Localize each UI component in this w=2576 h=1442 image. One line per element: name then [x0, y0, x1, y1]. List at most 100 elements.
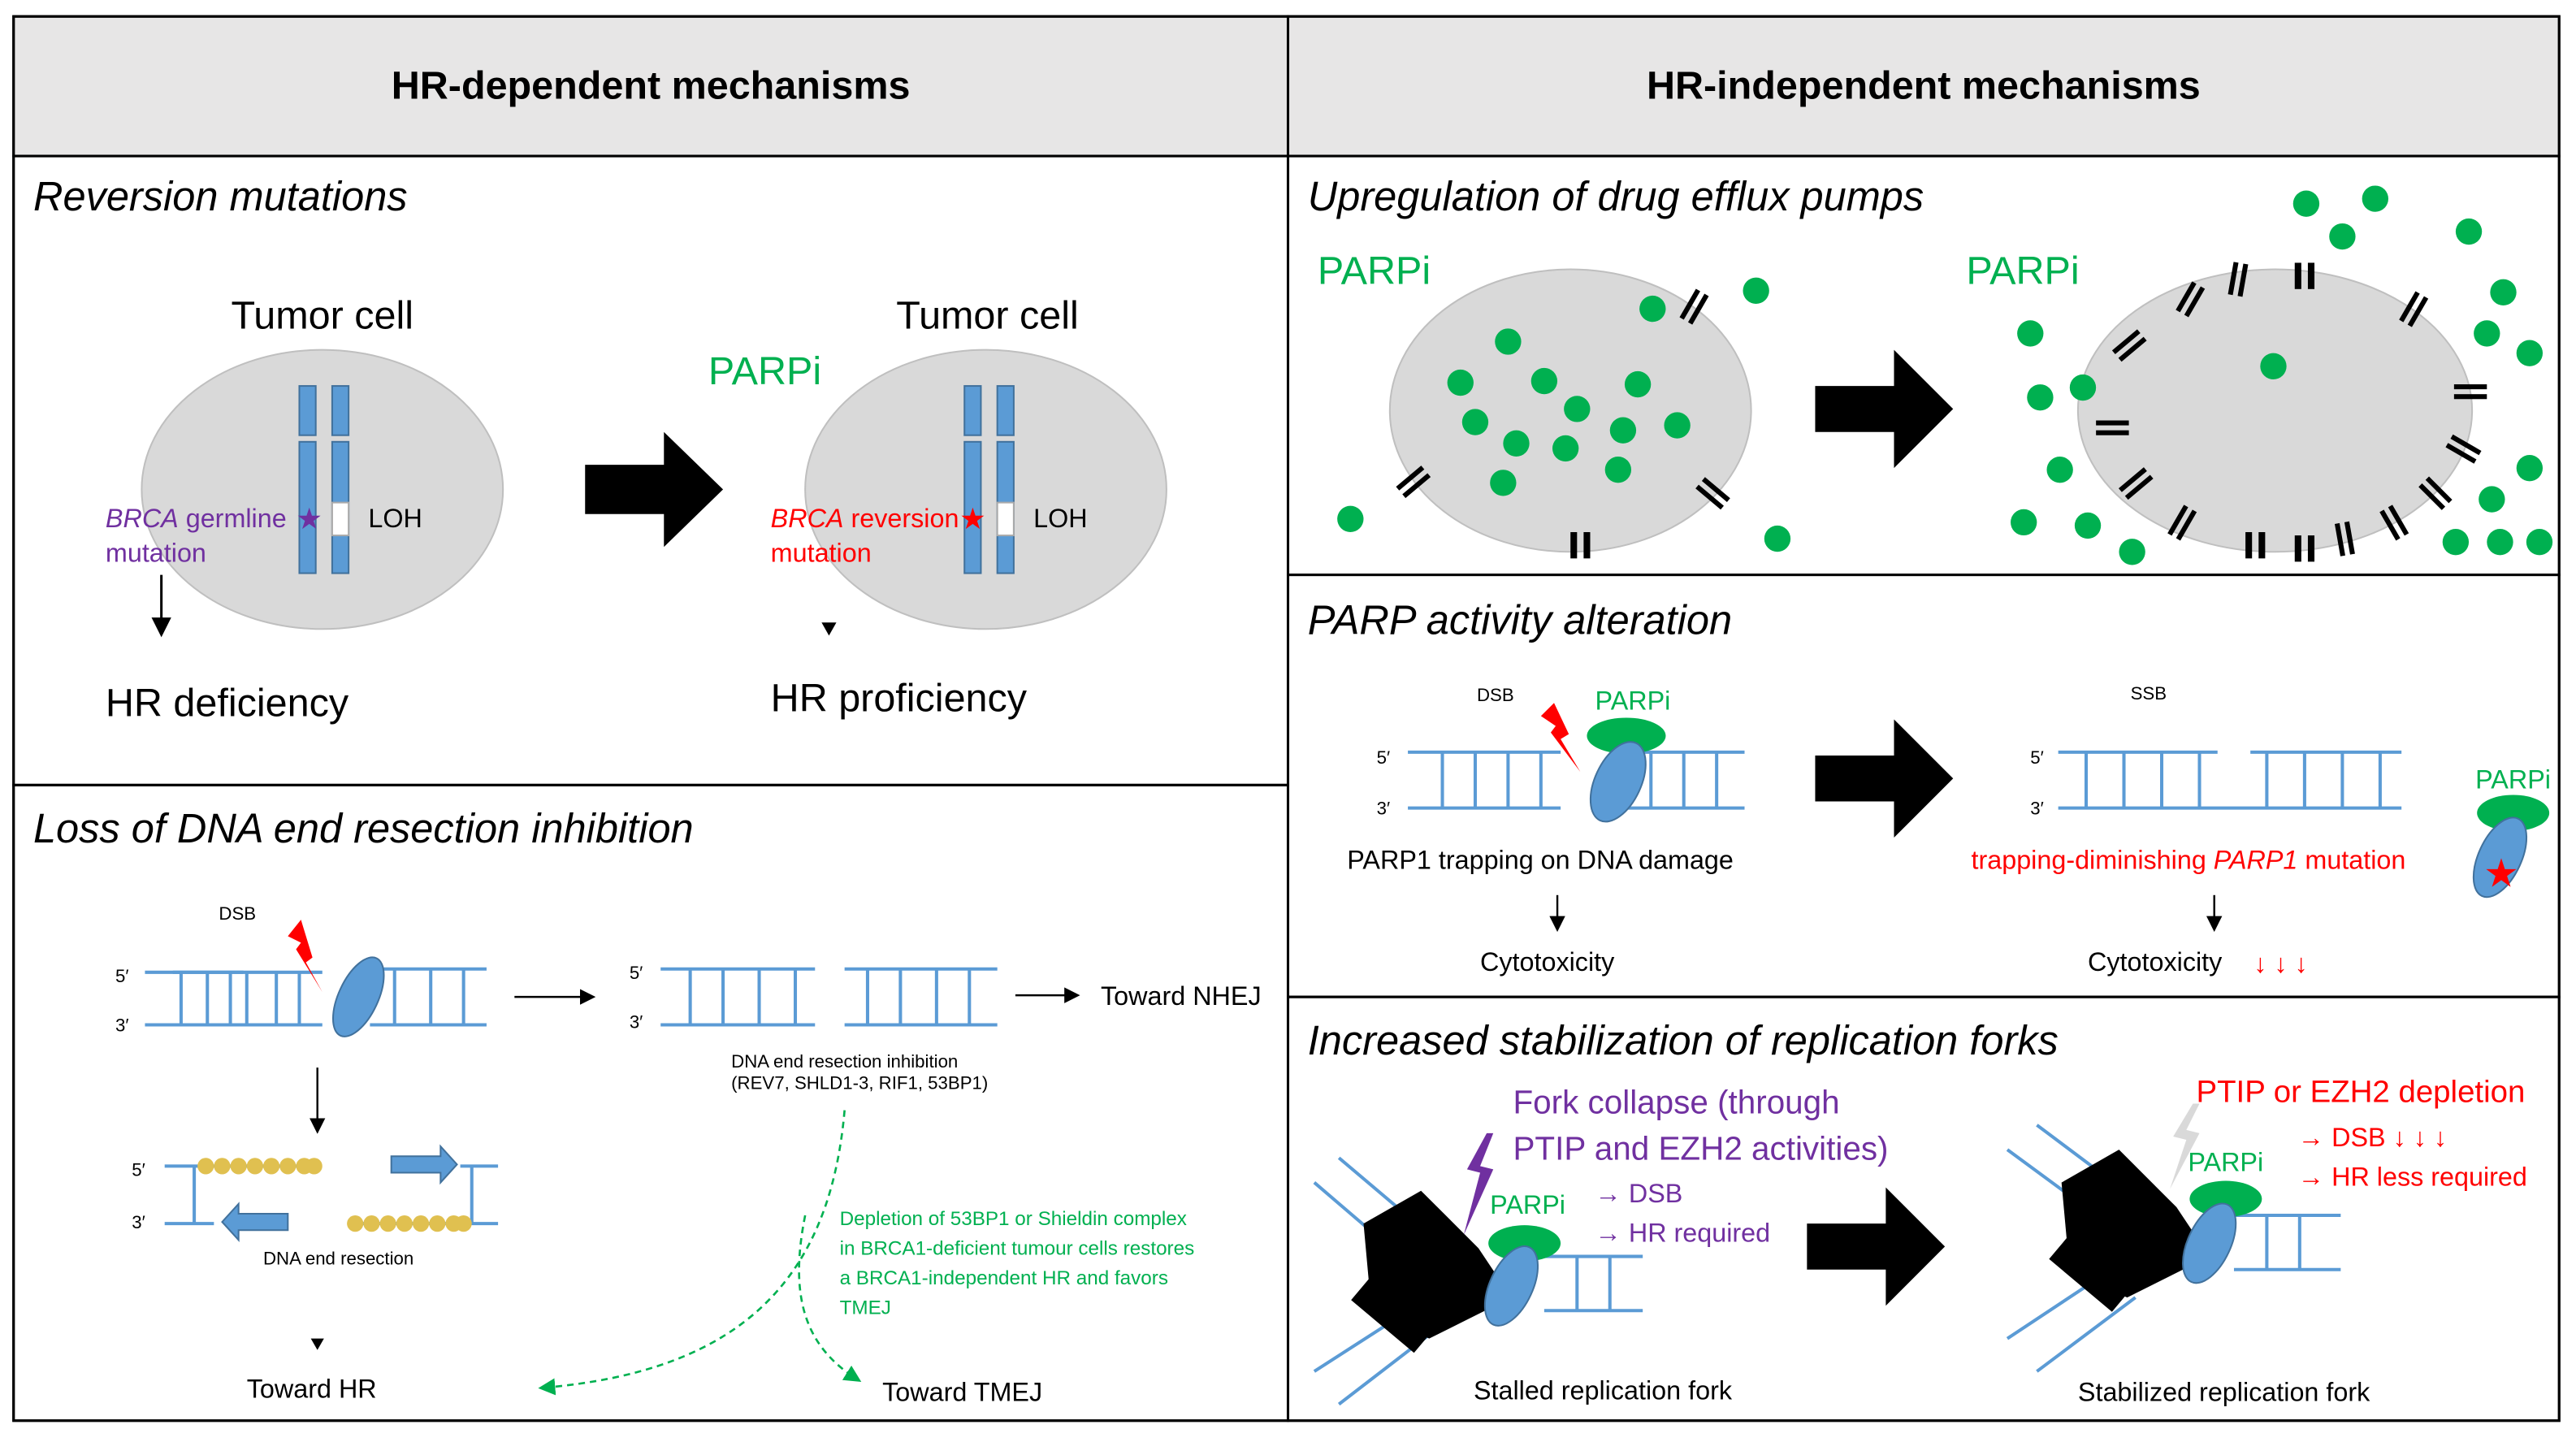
cell-after: [2076, 268, 2474, 553]
parpi-molecule: [2477, 795, 2550, 831]
dsb-line: → DSB: [1595, 1179, 1683, 1208]
header-left: [12, 15, 1290, 158]
five-prime: 5′: [1377, 747, 1391, 768]
stabilized-fork-label: Stabilized replication fork: [2078, 1377, 2370, 1406]
three-prime: 3′: [132, 1212, 145, 1232]
five-prime: 5′: [2030, 747, 2044, 768]
big-arrow-icon: [1815, 349, 1954, 469]
loh-label-left: LOH: [368, 504, 422, 533]
chromosomes-left: [298, 385, 350, 574]
hr-less-line: → HR less required: [2298, 1163, 2527, 1192]
parp-activity-title: PARP activity alteration: [1308, 596, 1732, 643]
chromosomes-right: [963, 385, 1015, 574]
parpi-label: PARPi: [1595, 686, 1671, 715]
arrow-head-icon: [310, 1338, 324, 1350]
parp-protein-icon: [1483, 1245, 1539, 1327]
ssb-label: SSB: [2131, 683, 2167, 704]
arrow-head-icon: [821, 622, 837, 636]
down-arrows: ↓ ↓ ↓: [2253, 949, 2307, 978]
star-icon: ★: [959, 502, 986, 535]
reversion-title: Reversion mutations: [33, 173, 408, 219]
resection-label: DNA end resection: [263, 1249, 413, 1269]
hr-required-line: → HR required: [1595, 1218, 1771, 1247]
cytotoxicity-label: Cytotoxicity: [2088, 947, 2223, 976]
parp-protein-icon: [1589, 741, 1647, 823]
dsb-label: DSB: [1477, 685, 1514, 705]
stalled-fork-label: Stalled replication fork: [1474, 1375, 1733, 1405]
parpi-molecule: [1488, 1225, 1561, 1262]
star-icon: ★: [2483, 852, 2518, 896]
mutation-label: trapping-diminishing PARP1 mutation: [1972, 845, 2406, 874]
header-right-title: HR-independent mechanisms: [1647, 63, 2201, 107]
lightning-icon: [1463, 1132, 1494, 1236]
lightning-icon: [288, 920, 323, 993]
depletion-note: Depletion of 53BP1 or Shieldin complex i…: [840, 1208, 1195, 1319]
parpi-molecule: [2189, 1180, 2262, 1218]
svg-text:a BRCA1-independent HR and fav: a BRCA1-independent HR and favors: [840, 1267, 1168, 1289]
blue-arrow-icon: [221, 1202, 289, 1242]
header-right: [1286, 15, 2561, 158]
parpi-label: PARPi: [1318, 249, 1431, 293]
dsb-down-line: → DSB ↓ ↓ ↓: [2298, 1123, 2447, 1152]
parpi-label: PARPi: [708, 349, 821, 393]
big-arrow-icon: [1807, 1187, 1946, 1306]
three-prime: 3′: [2030, 799, 2044, 819]
tumor-cell-label-right: Tumor cell: [896, 293, 1079, 337]
parp-protein-icon: [2182, 1202, 2237, 1284]
dna-dsb: [1408, 750, 1745, 810]
dashed-curve-hr: [538, 1110, 846, 1396]
parpi-label: PARPi: [2188, 1147, 2263, 1176]
parpi-molecule: [1587, 717, 1666, 754]
fork-collapse-line2: PTIP and EZH2 activities): [1513, 1129, 1888, 1167]
lightning-icon: [2170, 1103, 2200, 1189]
reversion-mutation-label-line2: mutation: [771, 538, 872, 567]
svg-text:in BRCA1-deficient tumour cell: in BRCA1-deficient tumour cells restores: [840, 1238, 1195, 1260]
toward-hr-label: Toward HR: [247, 1374, 377, 1403]
parpi-label: PARPi: [1490, 1190, 1565, 1219]
trapping-label: PARP1 trapping on DNA damage: [1347, 845, 1734, 874]
reversion-mutation-label: BRCA reversion: [771, 504, 959, 533]
star-icon: ★: [296, 502, 323, 535]
figure-border: [12, 15, 2561, 1423]
efflux-title: Upregulation of drug efflux pumps: [1308, 173, 1924, 219]
resection-title: Loss of DNA end resection inhibition: [33, 805, 694, 851]
rpa-beads: [197, 1158, 472, 1232]
lightning-icon: [1540, 703, 1581, 773]
tumor-cell-label-left: Tumor cell: [231, 293, 413, 337]
three-prime: 3′: [630, 1012, 643, 1033]
five-prime: 5′: [132, 1159, 145, 1180]
germline-label-line2: mutation: [106, 538, 206, 567]
tumor-cell-left: [141, 349, 504, 630]
toward-nhej-label: Toward NHEJ: [1101, 981, 1262, 1011]
stabilized-fork: [2006, 1124, 2341, 1373]
dashed-curve-tmej: [798, 1215, 862, 1382]
germline-label: BRCA germline: [106, 504, 287, 533]
parpi-label: PARPi: [1966, 249, 2079, 293]
inhibition-label-line2: (REV7, SHLD1-3, RIF1, 53BP1): [731, 1072, 988, 1093]
depletion-label: PTIP or EZH2 depletion: [2196, 1075, 2525, 1110]
svg-text:TMEJ: TMEJ: [840, 1297, 891, 1319]
parpi-label: PARPi: [2475, 764, 2551, 794]
cytotoxicity-label: Cytotoxicity: [1480, 947, 1615, 976]
dna-broken: [145, 967, 487, 1027]
big-arrow-icon: [1815, 719, 1954, 838]
hr-deficiency-label: HR deficiency: [106, 681, 349, 725]
panel-resection: [12, 783, 1290, 1423]
drug-molecules: [1337, 185, 2553, 565]
svg-text:Depletion of 53BP1 or Shieldin: Depletion of 53BP1 or Shieldin complex: [840, 1208, 1187, 1230]
toward-tmej-label: Toward TMEJ: [882, 1377, 1042, 1406]
blue-arrow-icon: [390, 1144, 458, 1185]
forks-title: Increased stabilization of replication f…: [1308, 1017, 2059, 1063]
tumor-cell-right: [804, 349, 1167, 630]
big-arrow-icon: [585, 431, 724, 548]
efflux-pumps: [1396, 262, 2487, 562]
parp-protein-icon: [2472, 816, 2528, 899]
fork-collapse-line1: Fork collapse (through: [1513, 1084, 1839, 1121]
dsb-label: DSB: [219, 903, 256, 924]
stalled-fork: [1313, 1156, 1643, 1406]
inhibition-label-line1: DNA end resection inhibition: [731, 1051, 958, 1072]
five-prime: 5′: [630, 963, 643, 983]
three-prime: 3′: [115, 1015, 129, 1036]
dna-inhibited: [660, 967, 998, 1027]
